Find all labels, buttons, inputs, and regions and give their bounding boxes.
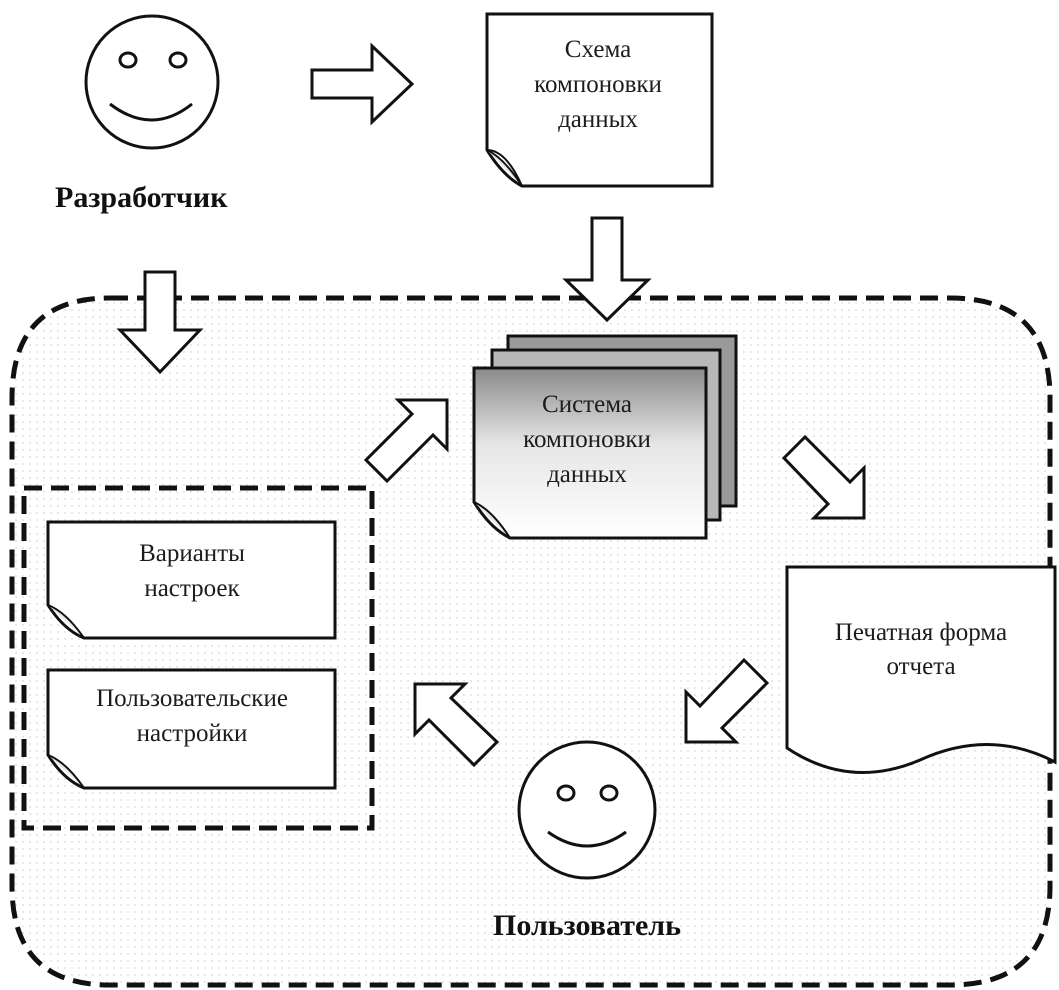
user-settings-line-1: Пользовательские <box>96 685 288 712</box>
arrow-down-icon <box>562 216 652 323</box>
variants-line-1: Варианты <box>139 540 245 567</box>
arrow-right-icon <box>310 42 415 126</box>
system-line-3: данных <box>547 461 627 488</box>
print-form-document: Печатная форма отчета <box>785 565 1057 774</box>
user-label: Пользователь <box>493 909 681 942</box>
schema-line-2: компоновки <box>534 71 662 98</box>
system-line-1: Система <box>542 391 632 418</box>
schema-line-1: Схема <box>565 36 631 63</box>
settings-group-boundary <box>21 485 375 831</box>
arrow-down-right-icon <box>781 434 866 520</box>
variants-document: Варианты настроек <box>46 520 337 640</box>
arrow-down-left-icon <box>684 657 770 744</box>
print-form-line-1: Печатная форма <box>835 619 1007 646</box>
variants-line-2: настроек <box>144 575 240 602</box>
arrow-up-left-icon <box>413 682 500 768</box>
arrow-up-right-icon <box>363 398 449 484</box>
user-settings-line-2: настройки <box>137 720 248 747</box>
arrow-down-icon <box>116 270 204 375</box>
user-settings-document: Пользовательские настройки <box>46 668 337 790</box>
schema-line-3: данных <box>558 106 638 133</box>
system-boundary <box>9 295 1053 988</box>
system-line-2: компоновки <box>523 426 651 453</box>
print-form-line-2: отчета <box>886 653 955 680</box>
developer-label: Разработчик <box>55 181 228 214</box>
schema-document: Схема компоновки данных <box>485 12 714 188</box>
system-document-stack: Система компоновки данных <box>472 334 738 540</box>
user-smiley-icon <box>517 740 657 880</box>
developer-smiley-icon <box>84 14 220 150</box>
